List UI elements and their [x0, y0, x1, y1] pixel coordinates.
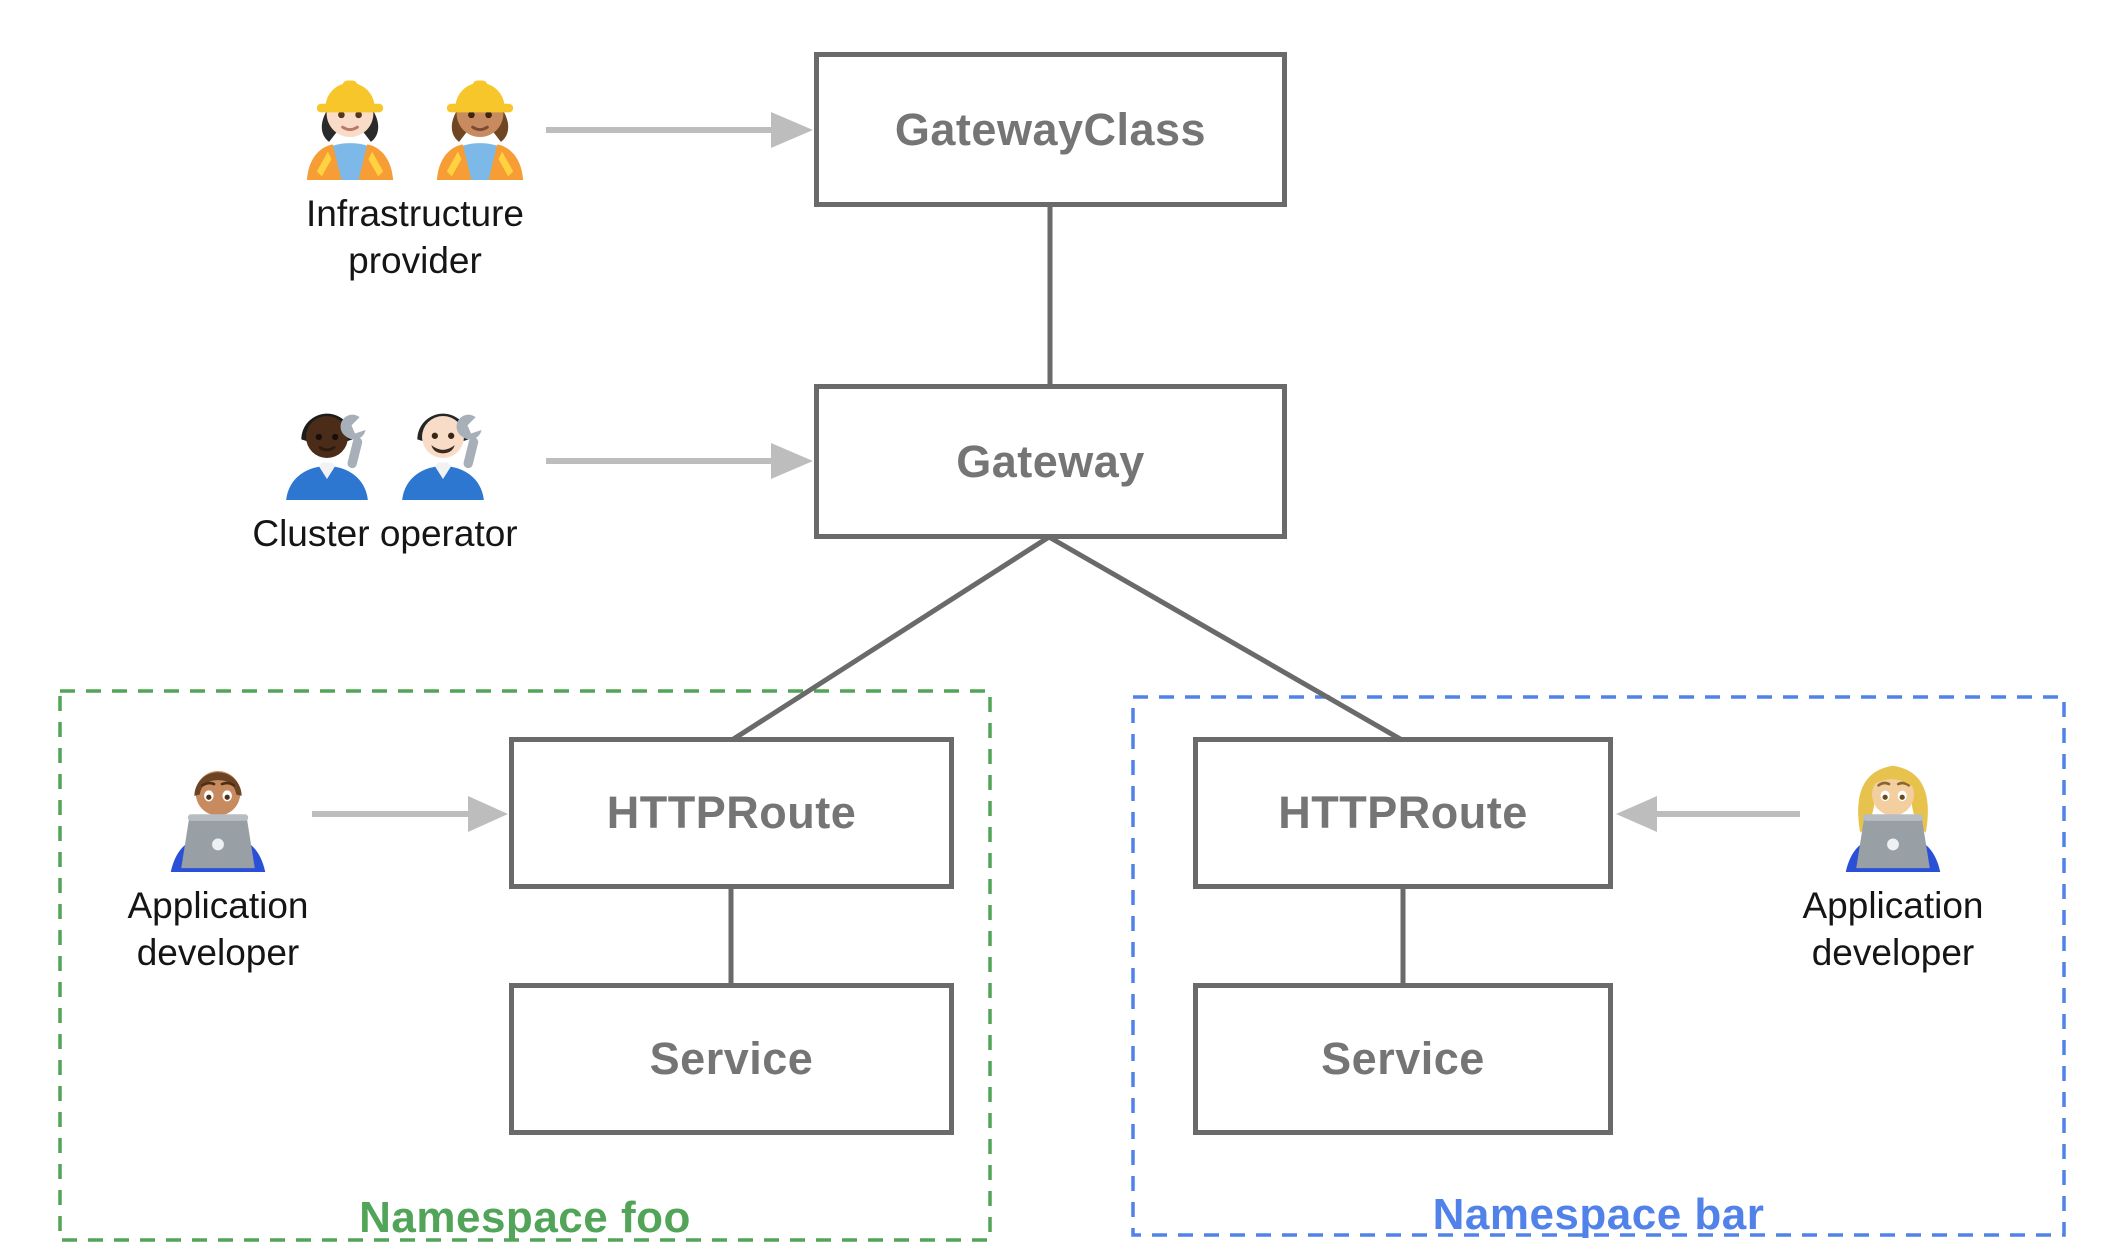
- actor-app-developer-foo: Application developer: [68, 746, 368, 977]
- cluster-operator-icons: [271, 388, 499, 500]
- node-gateway: Gateway: [814, 384, 1287, 539]
- man-technologist-icon: [170, 770, 266, 872]
- man-mechanic-light-icon: [402, 413, 484, 500]
- infrastructure-provider-icons: [291, 62, 539, 180]
- mechanic-dark-icon: [286, 413, 368, 500]
- namespace-foo-border: [58, 689, 992, 1242]
- node-httproute-foo: HTTPRoute: [509, 737, 954, 889]
- namespace-bar-border: [1131, 695, 2066, 1237]
- arrow-infrastructure-provider-to-gatewayclass: [546, 112, 813, 148]
- node-httproute-bar-label: HTTPRoute: [1278, 787, 1528, 838]
- app-developer-foo-icons: [155, 746, 281, 872]
- node-service-foo: Service: [509, 983, 954, 1135]
- namespace-bar-label: Namespace bar: [1432, 1190, 1765, 1239]
- node-httproute-foo-label: HTTPRoute: [606, 787, 857, 838]
- actor-app-developer-bar: Application developer: [1743, 746, 2043, 977]
- woman-construction-worker-medium-icon: [436, 80, 524, 180]
- app-developer-bar-icons: [1830, 746, 1956, 872]
- app-developer-foo-label: Application developer: [127, 885, 309, 974]
- node-service-bar-label: Service: [1321, 1033, 1485, 1084]
- woman-technologist-icon: [1845, 765, 1941, 872]
- connector-gateway-httproute-bar: [1047, 534, 1404, 743]
- node-service-foo-label: Service: [649, 1033, 814, 1084]
- node-httproute-bar: HTTPRoute: [1193, 737, 1613, 889]
- connector-gateway-httproute-foo: [730, 534, 1051, 743]
- infrastructure-provider-label: Infrastructure provider: [306, 193, 524, 282]
- node-service-bar: Service: [1193, 983, 1613, 1135]
- node-gatewayclass: GatewayClass: [814, 52, 1287, 207]
- node-gateway-label: Gateway: [956, 435, 1145, 487]
- app-developer-bar-label: Application developer: [1802, 885, 1984, 974]
- arrow-app-developer-to-httproute-bar: [1616, 796, 1800, 832]
- actor-infrastructure-provider: Infrastructure provider: [265, 62, 565, 285]
- cluster-operator-label: Cluster operator: [252, 513, 518, 554]
- node-gatewayclass-label: GatewayClass: [894, 103, 1207, 155]
- woman-construction-worker-light-icon: [306, 80, 394, 180]
- arrow-app-developer-to-httproute-foo: [312, 796, 508, 832]
- namespace-foo-label: Namespace foo: [359, 1193, 691, 1242]
- arrow-cluster-operator-to-gateway: [546, 443, 813, 479]
- actor-cluster-operator: Cluster operator: [235, 388, 535, 557]
